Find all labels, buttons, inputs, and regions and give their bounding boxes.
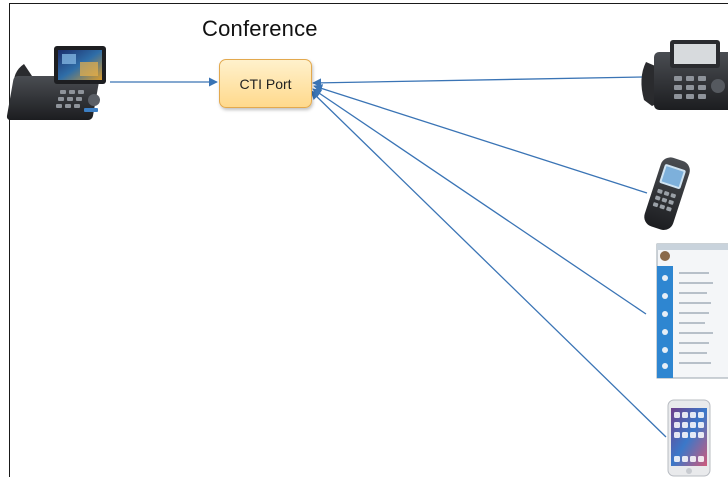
arrow-desk-phone-to-cti <box>312 76 644 88</box>
diagram-frame <box>9 3 728 477</box>
diagram-title: Conference <box>202 16 318 41</box>
arrow-smartphone-to-cti <box>310 90 667 438</box>
cti-port-label: CTI Port <box>239 75 292 92</box>
arrow-wireless-phone-to-cti <box>313 84 648 194</box>
smartphone-icon <box>667 399 711 477</box>
wireless-phone-icon <box>644 157 690 230</box>
cti-port-node: CTI Port <box>219 59 312 108</box>
softphone-window-icon <box>656 243 728 379</box>
video-phone-icon <box>6 46 106 120</box>
desk-phone-icon <box>641 40 728 110</box>
arrow-jabber-to-cti <box>312 88 647 315</box>
connection-arrows <box>110 76 667 438</box>
